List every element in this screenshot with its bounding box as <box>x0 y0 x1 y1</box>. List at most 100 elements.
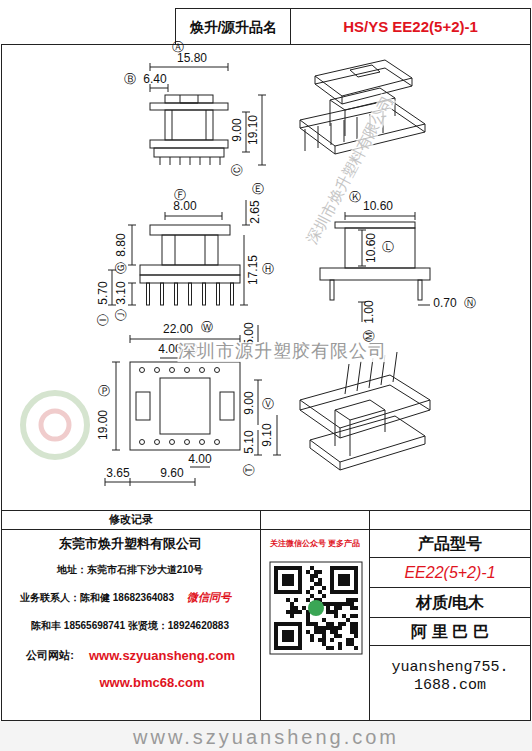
qr-module <box>334 610 338 614</box>
qr-module <box>310 578 314 582</box>
qr-module <box>290 606 294 610</box>
pin <box>344 120 345 142</box>
qr-finder <box>334 570 354 590</box>
pin <box>210 157 211 165</box>
record-cell: 修改记录 <box>2 511 260 529</box>
front-view <box>150 95 228 165</box>
cell-text: 关注微信公众号 更多产品 <box>270 539 360 549</box>
qr-module <box>322 642 326 646</box>
pin <box>357 361 361 391</box>
shop-cell: 阿 里 巴 巴 <box>370 618 530 645</box>
model-cell: EE22(5+2)-1 <box>370 558 530 587</box>
dimension-label: 15.80 <box>177 52 207 65</box>
qr-module <box>290 614 294 618</box>
cell-text: HS/YS EE22(5+2)-1 <box>343 18 478 36</box>
iso-view <box>300 352 430 470</box>
qr-module <box>342 602 346 606</box>
dimension-label: 8.00 <box>173 200 196 213</box>
qr-code <box>274 566 358 650</box>
qr-module <box>350 626 354 630</box>
qr-module <box>326 610 330 614</box>
qr-finder <box>330 566 358 594</box>
dimension-label: Ⓔ <box>252 183 264 196</box>
table-line <box>2 510 531 511</box>
pin <box>369 358 373 388</box>
qr-code <box>270 562 362 654</box>
pin <box>357 117 358 139</box>
cell-text: www.szyuansheng.com <box>89 648 235 664</box>
qr-module <box>294 598 298 602</box>
type-cell: 产品型号 <box>370 530 530 557</box>
qr-module <box>318 570 322 574</box>
qr-module <box>306 570 310 574</box>
qr-module <box>318 626 322 630</box>
pin <box>393 352 397 382</box>
pin <box>305 129 306 151</box>
pin-hole <box>215 440 220 445</box>
table-line <box>370 557 531 558</box>
promo-cell: 关注微信公众号 更多产品 <box>262 531 368 557</box>
dimension-label: 2.65 <box>249 200 262 223</box>
pin <box>180 157 181 165</box>
qr-module <box>354 626 358 630</box>
company-cell: 东莞市焕升塑料有限公司地址：东莞市石排下沙大道210号业务联系人：陈和健 186… <box>2 530 260 720</box>
pin <box>345 364 349 394</box>
qr-finder <box>278 626 298 646</box>
pin-hole <box>155 368 160 373</box>
table-line <box>369 511 370 721</box>
cell-text: 地址：东莞市石排下沙大道210号 <box>57 564 204 576</box>
qr-module <box>354 646 358 650</box>
logo-mark <box>41 411 69 439</box>
pin <box>203 283 206 305</box>
qr-module <box>338 602 342 606</box>
pin-hole <box>200 368 205 373</box>
table-line <box>370 587 531 588</box>
qr-module <box>286 610 290 614</box>
qr-module <box>342 614 346 618</box>
qr-module <box>322 586 326 590</box>
pin <box>231 283 234 305</box>
qr-module <box>330 638 334 642</box>
watermark: www.szyuansheng.com <box>133 726 399 748</box>
dimension-label: 9.10 <box>261 423 274 446</box>
qr-module <box>354 630 358 634</box>
dimension-label: 19.00 <box>97 410 110 440</box>
qr-module <box>338 642 342 646</box>
qr-module <box>314 570 318 574</box>
qr-module <box>326 602 330 606</box>
dimension-label: 4.00 <box>188 453 211 466</box>
pin <box>331 123 332 145</box>
qr-module <box>338 634 342 638</box>
qr-finder <box>282 574 294 586</box>
url-cell: yuansheng755.1688.com <box>370 646 530 708</box>
table-line <box>370 645 531 646</box>
qr-finder <box>338 574 350 586</box>
dimension-label: 6.40 <box>143 73 166 86</box>
qr-module <box>334 614 338 618</box>
dimension-line <box>345 212 430 322</box>
cell-text: www.bmc68.com <box>100 675 205 691</box>
qr-module <box>334 626 338 630</box>
header-frame <box>176 9 531 45</box>
qr-module <box>314 630 318 634</box>
cell-text: 1688.com <box>414 677 486 695</box>
cell-text: 业务联系人：陈和健 18682364083 <box>20 592 174 604</box>
pin <box>147 283 150 305</box>
qr-module <box>326 646 330 650</box>
dimension-label: 19.10 <box>247 115 260 145</box>
header-divider <box>290 9 291 45</box>
qr-module <box>334 602 338 606</box>
qr-module <box>314 622 318 626</box>
cell-text: yuansheng755. <box>391 659 508 677</box>
cell-text: 微信同号 <box>187 591 231 604</box>
qr-module <box>350 622 354 626</box>
qr-module <box>306 622 310 626</box>
qr-module <box>350 602 354 606</box>
qr-module <box>350 638 354 642</box>
qr-finder <box>274 566 302 594</box>
qr-module <box>350 606 354 610</box>
pin-hole <box>170 440 175 445</box>
qr-module <box>330 626 334 630</box>
dimension-label: 9.00 <box>243 391 256 414</box>
qr-module <box>290 602 294 606</box>
